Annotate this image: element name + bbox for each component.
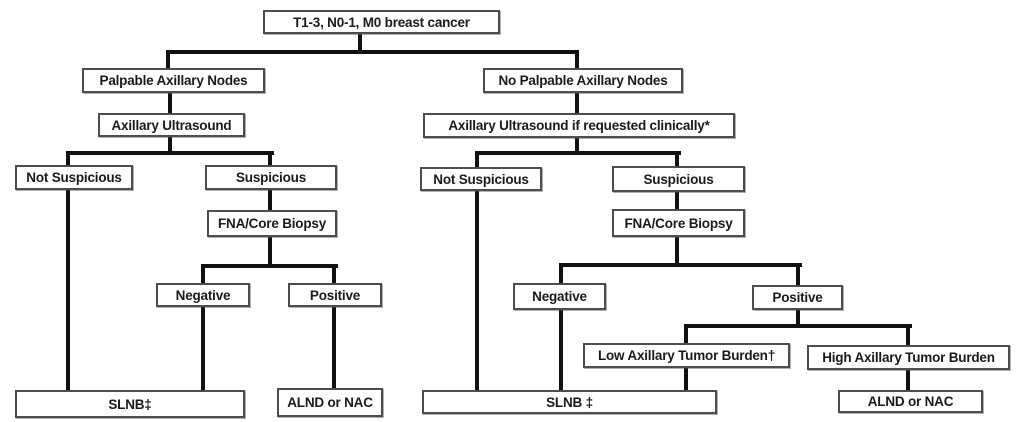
connector-line: [332, 307, 336, 390]
node-negative-left: Negative: [156, 283, 250, 307]
node-alnd-or-nac-right: ALND or NAC: [838, 390, 983, 413]
node-positive-right: Positive: [752, 285, 843, 310]
node-negative-right: Negative: [513, 283, 606, 310]
connector-line: [684, 324, 688, 343]
node-slnb-left: SLNB‡: [15, 390, 245, 418]
node-suspicious-right: Suspicious: [612, 166, 745, 192]
connector-line: [268, 237, 272, 268]
connector-line: [675, 237, 679, 267]
connector-line: [168, 93, 172, 113]
connector-line: [201, 264, 338, 268]
connector-line: [201, 264, 205, 283]
node-root: T1-3, N0-1, M0 breast cancer: [263, 10, 500, 34]
connector-line: [675, 192, 679, 209]
node-no-palpable-nodes: No Palpable Axillary Nodes: [483, 68, 683, 93]
connector-line: [332, 264, 336, 283]
connector-line: [906, 370, 910, 392]
node-not-suspicious-right: Not Suspicious: [420, 167, 542, 191]
node-low-axillary-tumor-burden: Low Axillary Tumor Burden†: [583, 343, 790, 368]
node-palpable-nodes: Palpable Axillary Nodes: [82, 68, 265, 93]
connector-line: [168, 137, 172, 155]
connector-line: [268, 190, 272, 210]
connector-line: [475, 151, 681, 155]
connector-line: [66, 151, 274, 155]
connector-line: [358, 34, 362, 54]
node-high-axillary-tumor-burden: High Axillary Tumor Burden: [807, 345, 1010, 370]
connector-line: [475, 191, 479, 392]
node-positive-left: Positive: [288, 283, 382, 307]
node-fna-core-biopsy-right: FNA/Core Biopsy: [612, 209, 745, 237]
connector-line: [796, 310, 800, 328]
connector-line: [201, 307, 205, 392]
connector-line: [66, 151, 70, 165]
connector-line: [559, 310, 563, 392]
node-axillary-ultrasound-right: Axillary Ultrasound if requested clinica…: [423, 113, 735, 138]
connector-line: [575, 93, 579, 113]
connector-line: [66, 190, 70, 392]
connector-line: [906, 324, 910, 345]
connector-line: [675, 151, 679, 166]
connector-line: [475, 151, 479, 167]
node-suspicious-left: Suspicious: [205, 165, 337, 190]
connector-line: [796, 263, 800, 285]
connector-line: [575, 138, 579, 155]
node-alnd-or-nac-left: ALND or NAC: [277, 388, 383, 417]
node-fna-core-biopsy-left: FNA/Core Biopsy: [207, 210, 337, 237]
connector-line: [166, 50, 579, 54]
connector-line: [166, 50, 170, 68]
connector-line: [684, 368, 688, 392]
connector-line: [268, 151, 272, 165]
connector-line: [559, 263, 802, 267]
node-slnb-right: SLNB ‡: [422, 390, 717, 414]
connector-line: [559, 263, 563, 283]
connector-line: [684, 324, 912, 328]
connector-line: [575, 50, 579, 68]
node-not-suspicious-left: Not Suspicious: [15, 165, 133, 190]
node-axillary-ultrasound-left: Axillary Ultrasound: [98, 113, 245, 137]
